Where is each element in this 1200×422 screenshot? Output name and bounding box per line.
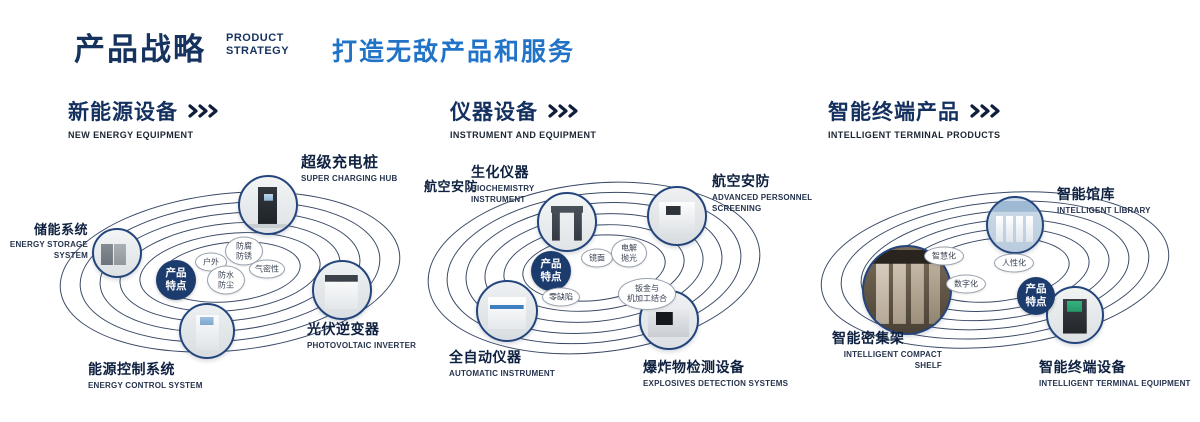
explosives-detection-label: 爆炸物检测设备 EXPLOSIVES DETECTION SYSTEMS <box>643 357 788 390</box>
product-features-badge: 产品 特点 <box>531 251 571 291</box>
compact-shelf-label: 智能密集架 INTELLIGENT COMPACT SHELF <box>832 328 942 372</box>
node-label-en: ENERGY STORAGE SYSTEM <box>9 240 88 260</box>
automatic-instrument-node <box>476 280 538 342</box>
feature-bubble: 钣金与 机加工结合 <box>618 278 676 310</box>
section-header-new-energy: 新能源设备 NEW ENERGY EQUIPMENT <box>68 96 222 140</box>
node-label-cn: 光伏逆变器 <box>307 321 380 337</box>
personnel-screening-label: 航空安防 ADVANCED PERSONNEL SCREENING <box>712 171 812 215</box>
section-header-intelligent-terminal: 智能终端产品 INTELLIGENT TERMINAL PRODUCTS <box>828 96 1004 140</box>
section-subtitle: NEW ENERGY EQUIPMENT <box>68 130 194 140</box>
feature-bubble: 零缺陷 <box>542 287 580 307</box>
node-label-cn: 能源控制系统 <box>88 361 175 377</box>
super-charging-hub-node <box>238 175 298 235</box>
page-title-en-line2: STRATEGY <box>226 45 290 57</box>
node-label-en: SUPER CHARGING HUB <box>301 174 398 183</box>
node-label-cn: 全自动仪器 <box>449 349 522 365</box>
feature-bubble: 防水 防尘 <box>207 265 245 295</box>
node-label-en: EXPLOSIVES DETECTION SYSTEMS <box>643 379 789 388</box>
aviation-security-side-label: 航空安防 <box>424 179 479 194</box>
triple-chevron-icon <box>548 104 578 118</box>
energy-control-node <box>179 303 235 359</box>
biochemistry-instrument-label: 生化仪器 BIOCHEMISTRY INSTRUMENT <box>471 162 534 206</box>
page-title: 产品战略 <box>74 32 206 67</box>
node-label-cn: 智能终端设备 <box>1039 359 1126 375</box>
photovoltaic-inverter-node <box>312 260 372 320</box>
node-label-cn: 智能密集架 <box>832 330 905 346</box>
section-subtitle: INTELLIGENT TERMINAL PRODUCTS <box>828 130 1001 140</box>
node-label-en: ADVANCED PERSONNEL SCREENING <box>712 193 813 213</box>
feature-bubble: 气密性 <box>249 259 285 279</box>
feature-bubble: 数字化 <box>946 274 986 294</box>
node-label-en: AUTOMATIC INSTRUMENT <box>449 369 555 378</box>
node-label-cn: 生化仪器 <box>471 164 529 180</box>
personnel-screening-node <box>647 186 707 246</box>
energy-control-label: 能源控制系统 ENERGY CONTROL SYSTEM <box>88 359 203 392</box>
feature-bubble: 电解 抛光 <box>611 238 647 268</box>
automatic-instrument-label: 全自动仪器 AUTOMATIC INSTRUMENT <box>449 347 555 380</box>
triple-chevron-icon <box>188 104 218 118</box>
intelligent-library-node <box>986 196 1044 254</box>
product-features-badge: 产品 特点 <box>156 260 196 300</box>
node-label-en: ENERGY CONTROL SYSTEM <box>88 381 203 390</box>
node-label-en: PHOTOVOLTAIC INVERTER <box>307 341 417 350</box>
section-title: 新能源设备 <box>68 101 178 124</box>
node-label-cn: 智能馆库 <box>1057 186 1115 202</box>
feature-bubble: 人性化 <box>994 253 1034 273</box>
node-label-en: BIOCHEMISTRY INSTRUMENT <box>471 184 535 204</box>
biochemistry-instrument-node <box>537 192 597 252</box>
section-title: 仪器设备 <box>450 101 538 124</box>
node-label-en: INTELLIGENT COMPACT SHELF <box>843 350 942 370</box>
node-label-cn: 爆炸物检测设备 <box>643 359 745 375</box>
product-features-badge: 产品 特点 <box>1017 277 1055 315</box>
terminal-equipment-node <box>1046 286 1104 344</box>
node-label-en: INTELLIGENT TERMINAL EQUIPMENT <box>1039 379 1191 388</box>
energy-storage-node <box>92 228 142 278</box>
feature-bubble: 镜面 <box>581 248 613 268</box>
node-label-cn: 航空安防 <box>712 173 770 189</box>
section-subtitle: INSTRUMENT AND EQUIPMENT <box>450 130 597 140</box>
energy-storage-label: 储能系统 ENERGY STORAGE SYSTEM <box>6 219 88 262</box>
section-header-instrument: 仪器设备 INSTRUMENT AND EQUIPMENT <box>450 96 596 140</box>
node-label-cn: 超级充电桩 <box>301 154 379 171</box>
tagline: 打造无敌产品和服务 <box>332 38 576 66</box>
photovoltaic-inverter-label: 光伏逆变器 PHOTOVOLTAIC INVERTER <box>307 319 416 352</box>
intelligent-library-label: 智能馆库 INTELLIGENT LIBRARY <box>1057 184 1151 217</box>
node-label-en: INTELLIGENT LIBRARY <box>1057 206 1151 215</box>
node-label-cn: 储能系统 <box>33 222 88 237</box>
triple-chevron-icon <box>970 104 1000 118</box>
page-title-en-line1: PRODUCT <box>226 32 284 44</box>
feature-bubble: 智慧化 <box>924 246 964 266</box>
super-charging-hub-label: 超级充电桩 SUPER CHARGING HUB <box>301 151 398 185</box>
terminal-equipment-label: 智能终端设备 INTELLIGENT TERMINAL EQUIPMENT <box>1039 357 1191 390</box>
page-title-en: PRODUCT STRATEGY <box>226 32 289 58</box>
section-title: 智能终端产品 <box>828 101 960 124</box>
